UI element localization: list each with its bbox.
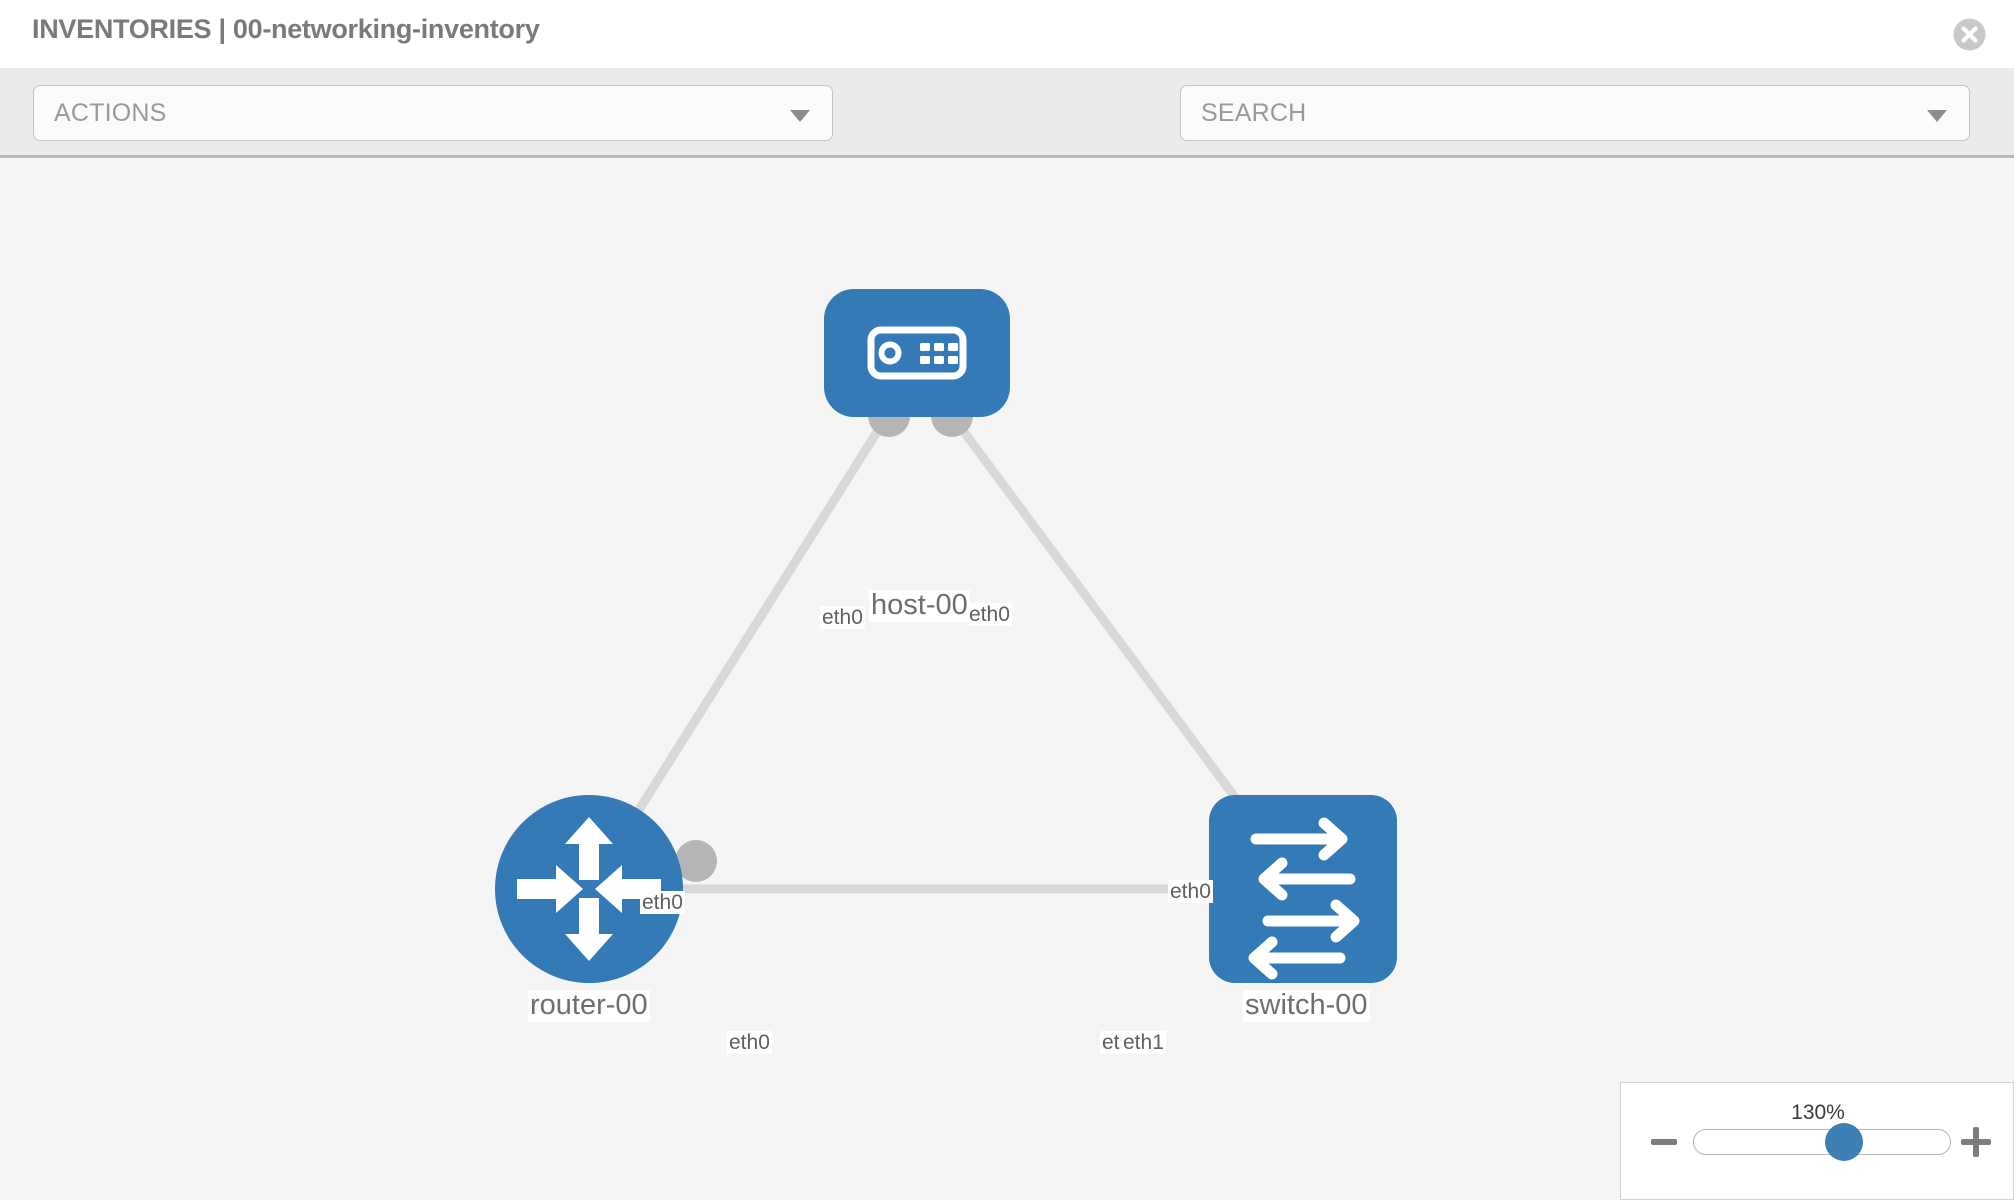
router-icon xyxy=(517,817,661,961)
iface-label-host00-right: eth0 xyxy=(967,603,1012,627)
server-icon xyxy=(867,326,967,380)
node-label-router-00: router-00 xyxy=(528,989,650,1022)
close-icon[interactable] xyxy=(1953,18,1986,51)
node-switch-00[interactable] xyxy=(1209,795,1397,983)
node-label-host-00: host-00 xyxy=(869,589,970,622)
zoom-out-button[interactable] xyxy=(1651,1139,1677,1145)
search-placeholder: SEARCH xyxy=(1201,99,1307,127)
zoom-in-button[interactable] xyxy=(1961,1127,1991,1157)
actions-dropdown-label: ACTIONS xyxy=(54,99,167,127)
page-header: INVENTORIES | 00-networking-inventory xyxy=(0,0,2014,68)
link-layer xyxy=(585,410,1307,894)
chevron-down-icon xyxy=(790,110,810,122)
zoom-slider-thumb[interactable] xyxy=(1825,1123,1863,1161)
iface-label-router00-eth0: eth0 xyxy=(727,1031,772,1055)
iface-label-switch00-uplink: eth0 xyxy=(1168,880,1213,904)
endpoint-router00-right[interactable] xyxy=(675,840,717,882)
zoom-level-label: 130% xyxy=(1791,1101,1845,1124)
switch-icon xyxy=(1248,817,1360,980)
search-input[interactable]: SEARCH xyxy=(1180,85,1970,141)
node-router-00[interactable] xyxy=(495,795,683,983)
topology-canvas[interactable]: eth0 host-00 eth0 eth0 eth0 eth0 eth eth… xyxy=(0,158,2014,1200)
node-host-00[interactable] xyxy=(824,289,1010,417)
topology-graph xyxy=(495,289,1397,983)
iface-label-router00-uplink: eth0 xyxy=(640,891,685,915)
page-title: INVENTORIES | 00-networking-inventory xyxy=(32,14,540,44)
actions-dropdown[interactable]: ACTIONS xyxy=(33,85,833,141)
iface-label-host00-left: eth0 xyxy=(820,606,865,630)
iface-label-switch00-eth1: eth1 xyxy=(1121,1031,1166,1055)
toolbar: ACTIONS SEARCH xyxy=(0,68,2014,197)
node-label-switch-00: switch-00 xyxy=(1243,989,1370,1022)
zoom-control-panel: 130% xyxy=(1620,1082,2014,1200)
chevron-down-icon xyxy=(1927,110,1947,122)
zoom-slider-track[interactable] xyxy=(1693,1129,1951,1155)
